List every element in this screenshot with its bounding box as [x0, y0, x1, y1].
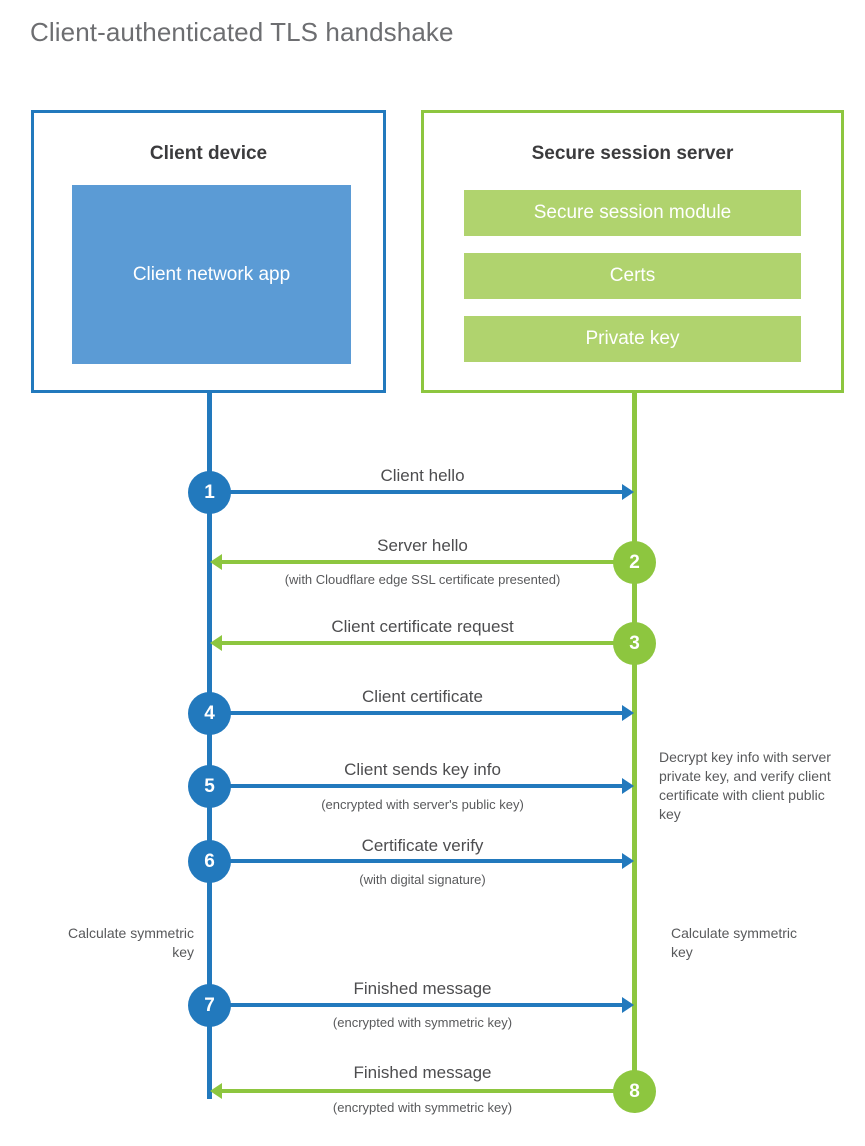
step-7-circle: 7 — [188, 984, 231, 1027]
step-1-label: Client hello — [380, 466, 465, 485]
step-2-circle: 2 — [613, 541, 656, 584]
server-calculate-symmetric-key-annotation: Calculate symmetric key — [671, 925, 798, 960]
client-device-title: Client device — [149, 143, 268, 164]
server-module-private-key: Private key — [464, 316, 801, 362]
step-8-sublabel: (encrypted with symmetric key) — [332, 1100, 513, 1115]
step-5-label: Client sends key info — [344, 760, 501, 779]
step-2-sublabel: (with Cloudflare edge SSL certificate pr… — [284, 572, 561, 587]
step-6-sublabel: (with digital signature) — [359, 872, 486, 887]
step-5-sublabel: (encrypted with server's public key) — [321, 797, 524, 812]
client-calculate-symmetric-key-annotation: Calculate symmetric key — [67, 925, 194, 960]
step-3-arrow — [210, 635, 634, 651]
step-1-arrow — [210, 484, 634, 500]
client-lifeline — [207, 393, 212, 1099]
page-title: Client-authenticated TLS handshake — [30, 17, 454, 47]
step-8-arrow — [210, 1083, 634, 1099]
step-5-arrow — [210, 778, 634, 794]
step-6-circle: 6 — [188, 840, 231, 883]
client-network-app-block: Client network app — [72, 185, 351, 364]
step-8-label: Finished message — [353, 1063, 492, 1082]
server-module-certs: Certs — [464, 253, 801, 299]
step-4-arrow — [210, 705, 634, 721]
step-5-circle: 5 — [188, 765, 231, 808]
step-6-label: Certificate verify — [361, 836, 484, 855]
secure-session-server-title: Secure session server — [531, 143, 734, 164]
step-3-label: Client certificate request — [331, 617, 514, 636]
step-4-label: Client certificate — [362, 687, 483, 706]
step-3-circle: 3 — [613, 622, 656, 665]
step-7-sublabel: (encrypted with symmetric key) — [332, 1015, 513, 1030]
server-lifeline — [632, 393, 637, 1092]
client-device-box: Client device Client network app — [31, 110, 386, 393]
step-2-arrow — [210, 554, 634, 570]
step-8-circle: 8 — [613, 1070, 656, 1113]
step-7-arrow — [210, 997, 634, 1013]
step-6-arrow — [210, 853, 634, 869]
server-decrypt-annotation: Decrypt key info with server private key… — [659, 749, 831, 822]
server-module-secure-session-module: Secure session module — [464, 190, 801, 236]
step-1-circle: 1 — [188, 471, 231, 514]
secure-session-server-box: Secure session server Secure session mod… — [421, 110, 844, 393]
step-7-label: Finished message — [353, 979, 492, 998]
step-4-circle: 4 — [188, 692, 231, 735]
step-2-label: Server hello — [377, 536, 468, 555]
